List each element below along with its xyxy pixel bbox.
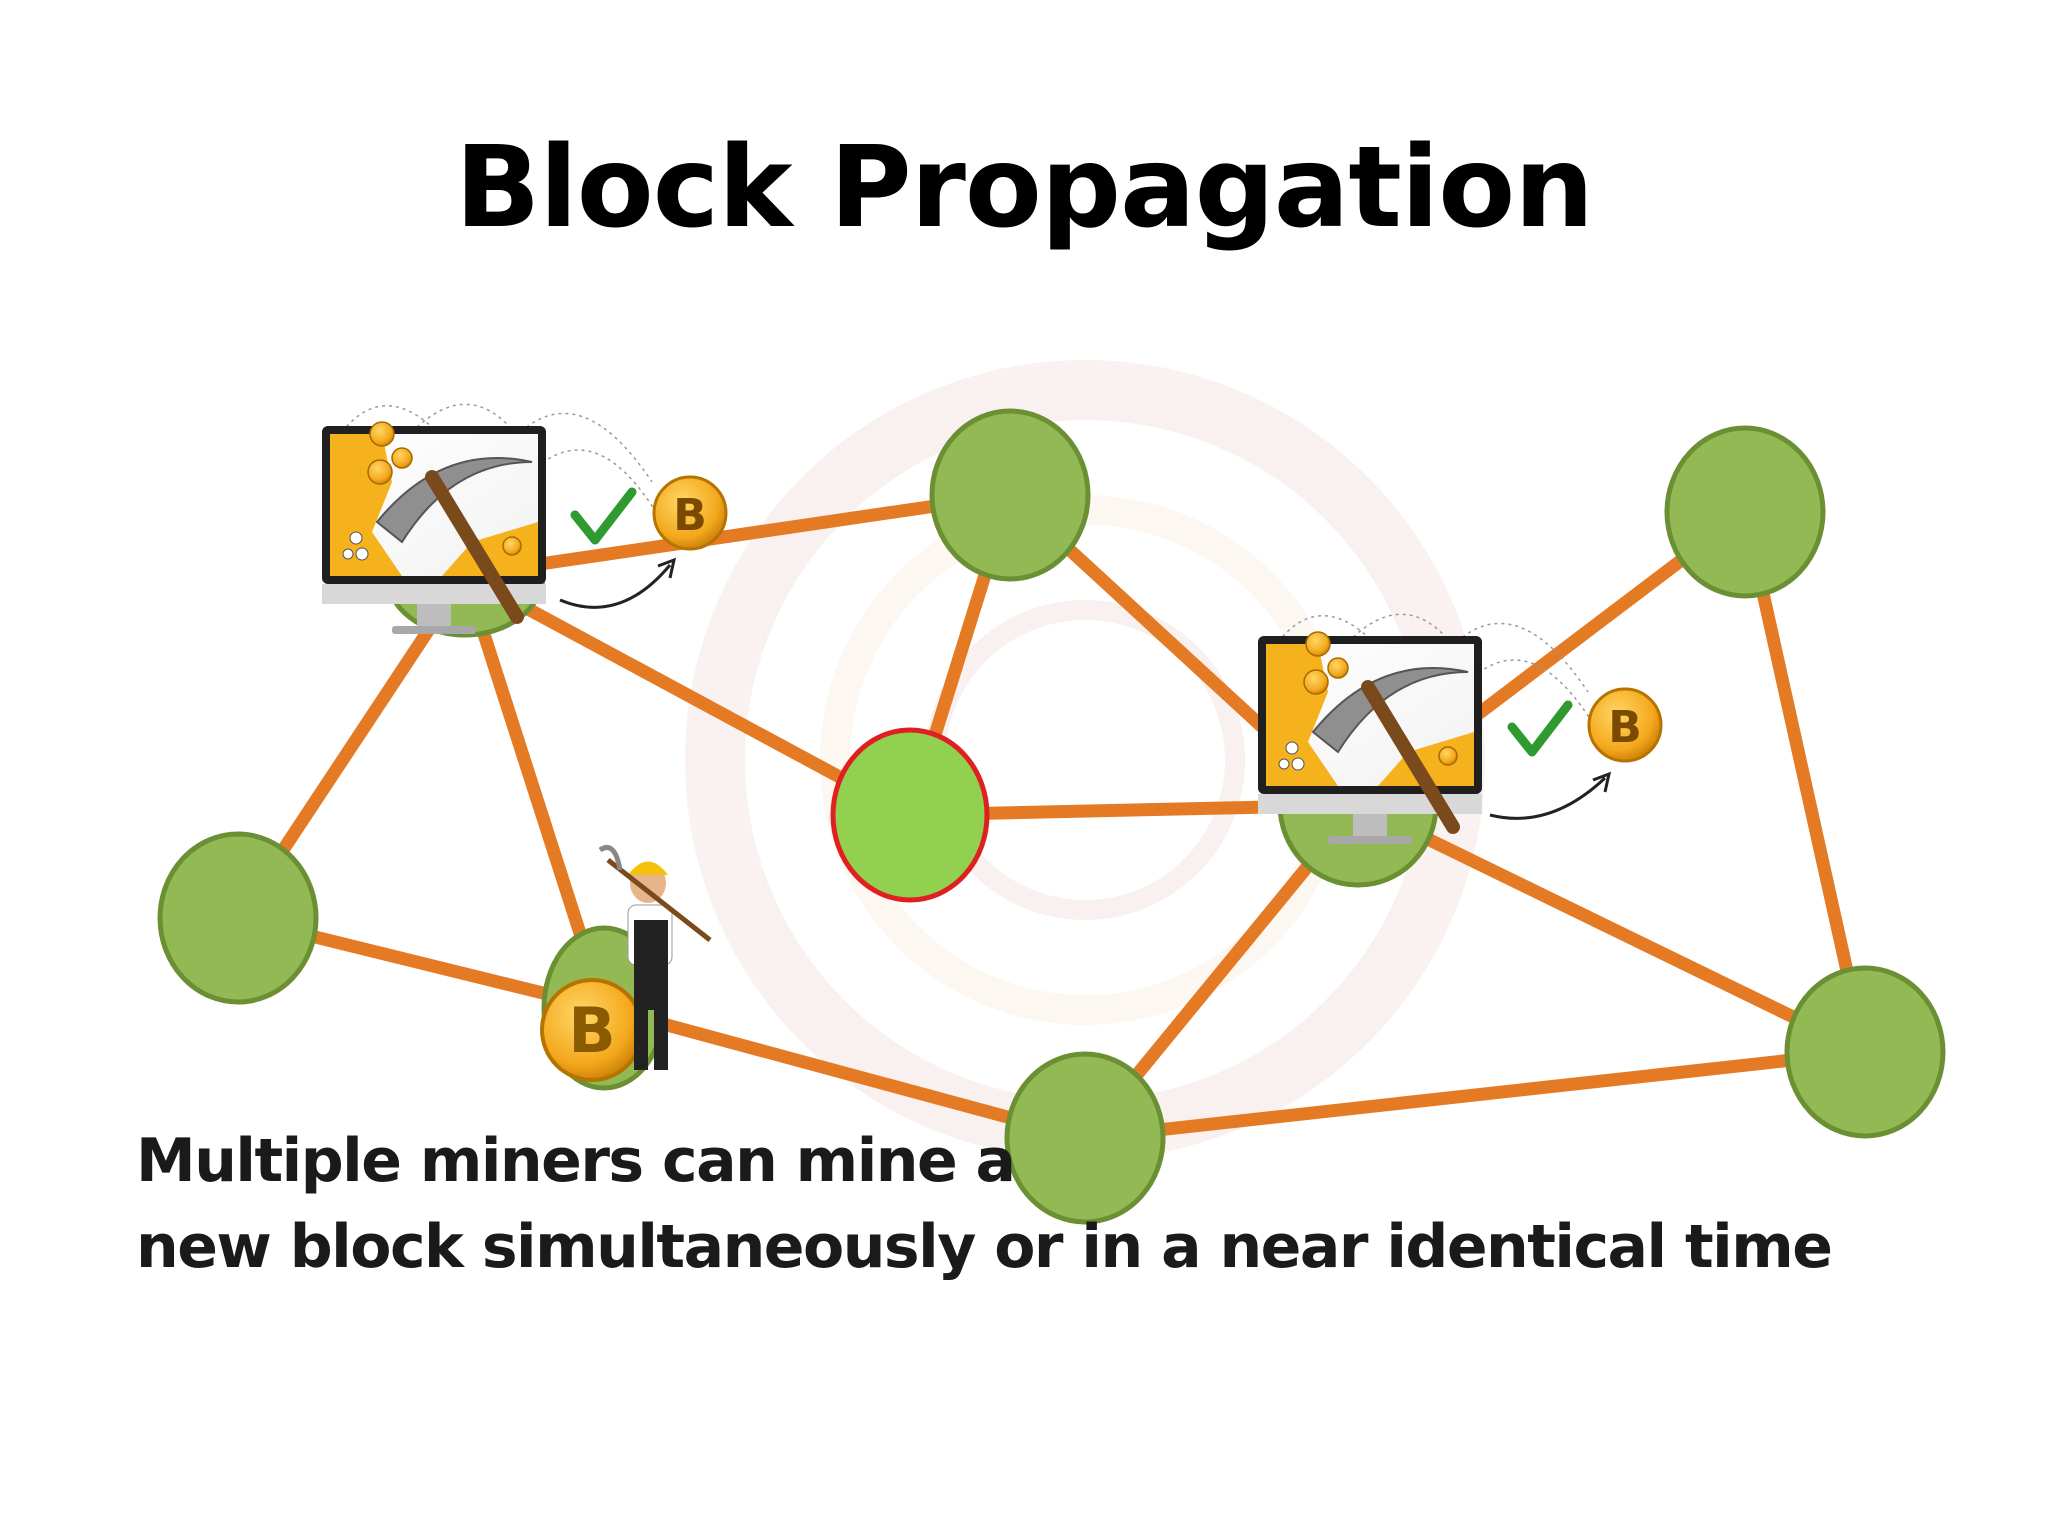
arrow-head-icon: [657, 557, 677, 579]
mining-computer-icon: [1258, 613, 1599, 844]
svg-text:B: B: [568, 994, 615, 1067]
highlighted-node: [830, 727, 990, 903]
miner-worker-icon: B: [540, 845, 712, 1082]
bitcoin-coin-icon: B: [652, 475, 728, 551]
network-node: [1004, 1051, 1166, 1225]
caption-line-1: Multiple miners can mine a: [136, 1126, 1016, 1196]
network-node: [1784, 965, 1946, 1139]
arrow-icon: [559, 564, 672, 609]
caption: Multiple miners can mine a new block sim…: [136, 1118, 1833, 1290]
network-node: [929, 408, 1091, 582]
network-node: [157, 831, 319, 1005]
edge: [1078, 1045, 1872, 1145]
network-node: [1664, 425, 1826, 599]
edge: [1738, 505, 1872, 1059]
bitcoin-coin-icon: B: [1587, 687, 1663, 763]
edge: [1351, 798, 1872, 1059]
caption-line-2: new block simultaneously or in a near id…: [136, 1212, 1833, 1282]
checkmark-icon: [1507, 700, 1573, 757]
edge: [458, 488, 1017, 582]
edge: [597, 1001, 1092, 1145]
arrow-head-icon: [1592, 771, 1612, 793]
checkmark-icon: [570, 487, 637, 545]
pickaxe-icon: [375, 457, 533, 624]
network-nodes: [157, 408, 1946, 1225]
slide-title: Block Propagation: [455, 123, 1594, 253]
pickaxe-icon: [1311, 667, 1469, 834]
arrow-icon: [1489, 776, 1607, 820]
svg-text:B: B: [1608, 702, 1642, 753]
edge: [458, 568, 917, 822]
mining-computer-icon: [322, 403, 663, 634]
svg-text:B: B: [673, 490, 707, 541]
